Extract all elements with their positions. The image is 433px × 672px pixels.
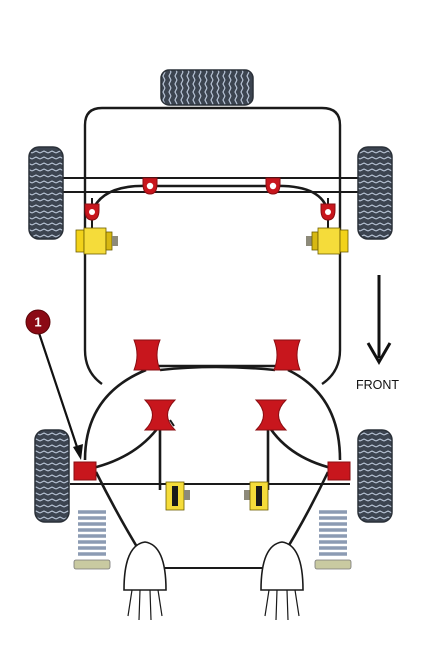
differential-left-icon — [123, 541, 167, 621]
chassis-frame — [83, 106, 342, 385]
subframe-bushing-left-icon — [133, 339, 161, 371]
rear-right-tire-icon — [357, 429, 393, 523]
rear-left-coil-spring-icon — [73, 508, 111, 570]
front-right-tire-icon — [357, 146, 393, 240]
rear-hub-bushing-left-icon — [73, 461, 97, 481]
rear-left-tire-icon — [34, 429, 70, 523]
callout-badge: 1 — [25, 309, 51, 335]
rear-right-coil-spring-icon — [314, 508, 352, 570]
spare-tire-icon — [160, 69, 254, 106]
front-bar-bushing-right-icon — [265, 177, 281, 195]
callout-number: 1 — [34, 315, 41, 330]
subframe-bushing-right-icon — [273, 339, 301, 371]
callout-pointer — [36, 329, 83, 460]
front-right-mount-icon — [306, 227, 349, 255]
front-link-bushing-left-icon — [84, 203, 100, 221]
front-direction-arrow-icon — [366, 275, 392, 365]
rear-hub-bushing-right-icon — [327, 461, 351, 481]
front-bar-bushing-left-icon — [142, 177, 158, 195]
front-link-bushing-right-icon — [320, 203, 336, 221]
rear-right-mount-icon — [244, 481, 269, 511]
trailing-arm-bushing-left-icon — [143, 399, 177, 431]
front-axle-bars — [61, 177, 361, 240]
front-left-mount-icon — [75, 227, 118, 255]
rear-subframe — [70, 364, 350, 569]
trailing-arm-bushing-right-icon — [254, 399, 288, 431]
front-left-tire-icon — [28, 146, 64, 240]
differential-right-icon — [260, 541, 304, 621]
rear-left-mount-icon — [165, 481, 190, 511]
direction-label: FRONT — [356, 378, 399, 392]
